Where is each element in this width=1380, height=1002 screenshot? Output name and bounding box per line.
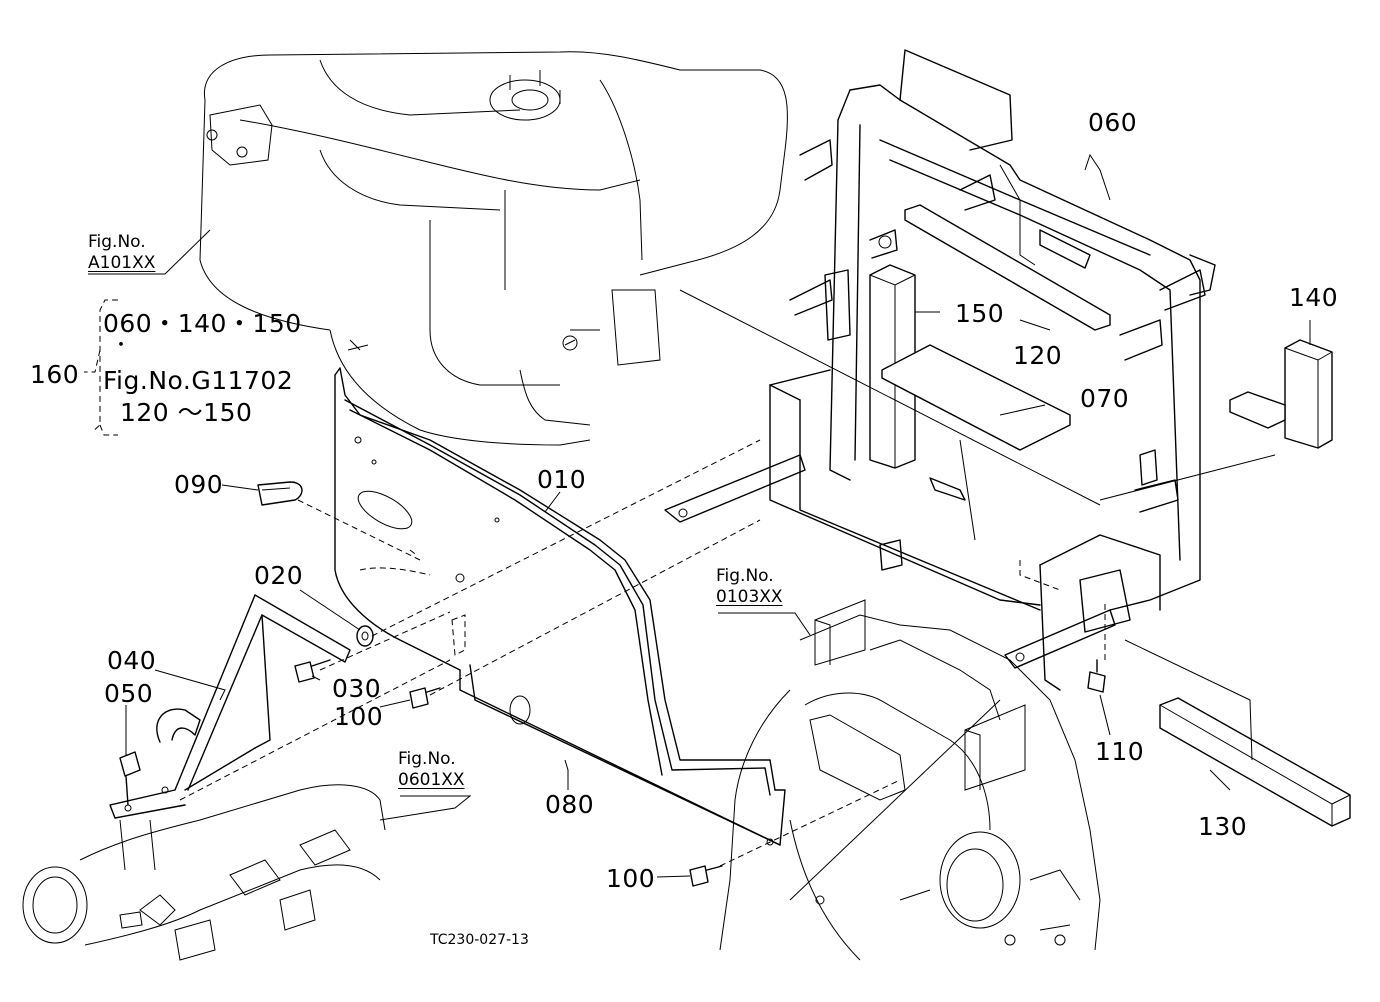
callout-090: 090 (174, 470, 224, 499)
callout-100-lower: 100 (606, 864, 656, 893)
kit-line-2: Fig.No.G11702 (103, 366, 294, 395)
pad-120 (904, 204, 1111, 331)
kit-separator: ・ (112, 335, 131, 356)
callout-160: 160 (30, 360, 80, 389)
bolt-110 (1087, 659, 1106, 693)
manifold-outline (22, 784, 386, 961)
battery-frame-060 (664, 49, 1216, 691)
callout-130: 130 (1198, 812, 1248, 841)
pad-070 (881, 344, 1071, 451)
callout-140: 140 (1289, 283, 1339, 312)
callout-150: 150 (955, 299, 1005, 328)
bracket-040 (109, 594, 351, 819)
fig-ref-tank: Fig.No. A101XX (88, 232, 155, 275)
clip-090 (257, 481, 303, 506)
fig-ref-number: A101XX (88, 253, 156, 274)
fig-ref-label: Fig.No. (398, 749, 456, 769)
leader-lines (88, 153, 1311, 901)
kit-bracket (84, 299, 118, 436)
kit-line-1: 060・140・150 (103, 309, 302, 338)
pad-140 (1229, 339, 1333, 449)
callout-110: 110 (1095, 737, 1145, 766)
fig-ref-number: 0601XX (398, 770, 465, 791)
callout-120: 120 (1013, 341, 1063, 370)
fig-ref-engine: Fig.No. 0103XX (716, 566, 783, 609)
callout-040: 040 (107, 646, 157, 675)
fig-ref-number: 0103XX (716, 587, 783, 608)
callout-070: 070 (1080, 384, 1130, 413)
callout-080: 080 (545, 790, 595, 819)
callout-050: 050 (104, 679, 154, 708)
callout-060: 060 (1088, 108, 1138, 137)
callout-010: 010 (537, 465, 587, 494)
assembly-lines (179, 439, 1106, 867)
bolt-030 (294, 659, 331, 683)
fig-ref-label: Fig.No. (716, 566, 774, 586)
fig-ref-manifold: Fig.No. 0601XX (398, 749, 465, 792)
callout-100-upper: 100 (334, 702, 384, 731)
bolt-100-upper (409, 687, 441, 709)
callout-030: 030 (332, 674, 382, 703)
cover-010 (334, 367, 776, 796)
drawing-code: TC230-027-13 (430, 932, 529, 948)
cover-080 (451, 614, 786, 846)
bolt-050 (119, 751, 141, 806)
engine-housing-outline (719, 599, 1101, 961)
fig-ref-label: Fig.No. (88, 232, 146, 252)
fuel-tank-outline (199, 51, 788, 446)
bolt-100-lower (689, 865, 723, 887)
pad-130 (1159, 697, 1351, 827)
callout-020: 020 (254, 561, 304, 590)
kit-line-3: 120 ～150 (120, 398, 253, 427)
